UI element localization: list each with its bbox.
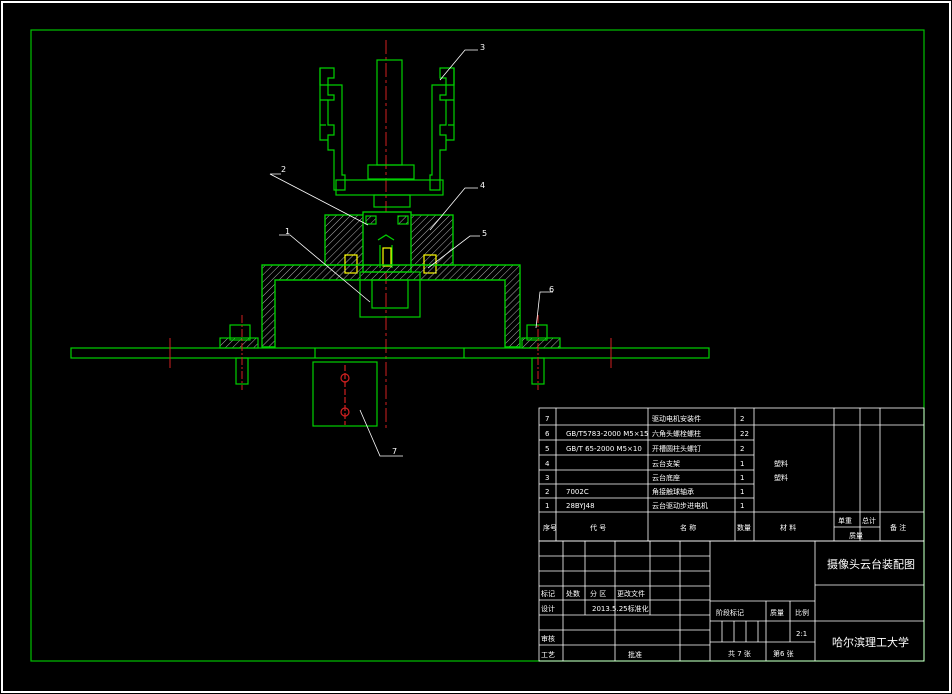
base-channel <box>261 264 521 348</box>
motor-mount <box>312 361 378 427</box>
balloon-1: 1 <box>285 227 290 236</box>
bom-cell-name: 云台支架 <box>652 459 680 468</box>
balloon-6: 6 <box>549 285 554 294</box>
title-block: 摄像头云台装配图 哈尔滨理工大学 标记 处数 分 区 更改文件 设计 2013.… <box>538 540 925 662</box>
bom-header-no: 序号 <box>543 523 557 532</box>
bom-cell-qty: 2 <box>740 415 744 423</box>
bom-header-name: 名 称 <box>680 523 696 532</box>
fork-right-arm <box>429 67 455 191</box>
tb-design: 设计 <box>541 604 555 613</box>
bom-header-material: 材 料 <box>780 523 796 532</box>
balloon-2: 2 <box>281 165 286 174</box>
bom-cell-code: GB/T 65-2000 M5×10 <box>566 445 642 453</box>
bom-cell-no: 2 <box>545 488 549 496</box>
leader-lines <box>269 49 553 457</box>
bom-cell-no: 6 <box>545 430 550 438</box>
fork-left-arm <box>319 67 346 191</box>
bom-cell-no: 5 <box>545 445 549 453</box>
bom-cell-name: 驱动电机安装件 <box>652 414 701 423</box>
bom-cell-code: 7002C <box>566 488 589 496</box>
bom-cell-qty: 2 <box>740 445 744 453</box>
bom-cell-name: 云台底座 <box>652 473 680 482</box>
base-plate <box>70 347 710 359</box>
tb-zone: 分 区 <box>590 589 606 598</box>
tb-sheets-total: 共 7 张 <box>728 649 751 658</box>
bom-cell-name: 云台驱动步进电机 <box>652 501 708 510</box>
bom-cell-no: 3 <box>545 474 549 482</box>
bom-cell-no: 1 <box>545 502 549 510</box>
bom-cell-qty: 1 <box>740 460 744 468</box>
balloon-7: 7 <box>392 447 397 456</box>
tb-date-std: 2013.5.25标准化 <box>592 604 649 613</box>
balloon-5: 5 <box>482 229 487 238</box>
tb-stage-mark: 阶段标记 <box>716 608 744 617</box>
bom-header-unit-weight: 单重 <box>838 516 852 525</box>
bom-cell-qty: 1 <box>740 474 744 482</box>
bom-header-weight: 质量 <box>849 531 863 540</box>
bom-header-code: 代 号 <box>590 523 606 532</box>
bom-cell-name: 开槽圆柱头螺钉 <box>652 444 701 453</box>
bom-cell-code: 28BYJ48 <box>566 502 595 510</box>
tb-scale-value: 2:1 <box>796 630 807 638</box>
bom-header-qty: 数量 <box>737 523 751 532</box>
tb-weight: 质量 <box>770 608 784 617</box>
tb-review: 审核 <box>541 634 555 643</box>
bom-cell-no: 7 <box>545 415 549 423</box>
tb-approve: 批准 <box>628 650 642 659</box>
tb-sheet-no: 第6 张 <box>773 649 794 658</box>
bom-header-total-weight: 总计 <box>862 516 876 525</box>
drawing-title: 摄像头云台装配图 <box>827 557 915 571</box>
bom-header-remark: 备 注 <box>890 523 906 532</box>
tb-mark: 标记 <box>541 589 555 598</box>
bom-cell-name: 六角头螺栓螺柱 <box>652 429 701 438</box>
balloon-3: 3 <box>480 43 485 52</box>
bom-cell-name: 角接触球轴承 <box>652 487 694 496</box>
bom-cell-material: 塑料 <box>774 459 788 468</box>
balloon-4: 4 <box>480 181 485 190</box>
bom-cell-code: GB/T5783-2000 M5×15 <box>566 430 649 438</box>
bom-cell-material: 塑料 <box>774 473 788 482</box>
organization: 哈尔滨理工大学 <box>832 635 909 649</box>
assembly-view <box>70 40 710 428</box>
tb-count: 处数 <box>566 589 580 598</box>
bom-cell-qty: 22 <box>740 430 749 438</box>
bom-cell-qty: 1 <box>740 488 744 496</box>
drawing-frame <box>30 29 925 662</box>
tb-change-doc: 更改文件 <box>617 589 645 598</box>
tb-process: 工艺 <box>541 651 555 659</box>
tb-scale: 比例 <box>795 608 809 617</box>
bom-cell-no: 4 <box>545 460 550 468</box>
bom-cell-qty: 1 <box>740 502 744 510</box>
